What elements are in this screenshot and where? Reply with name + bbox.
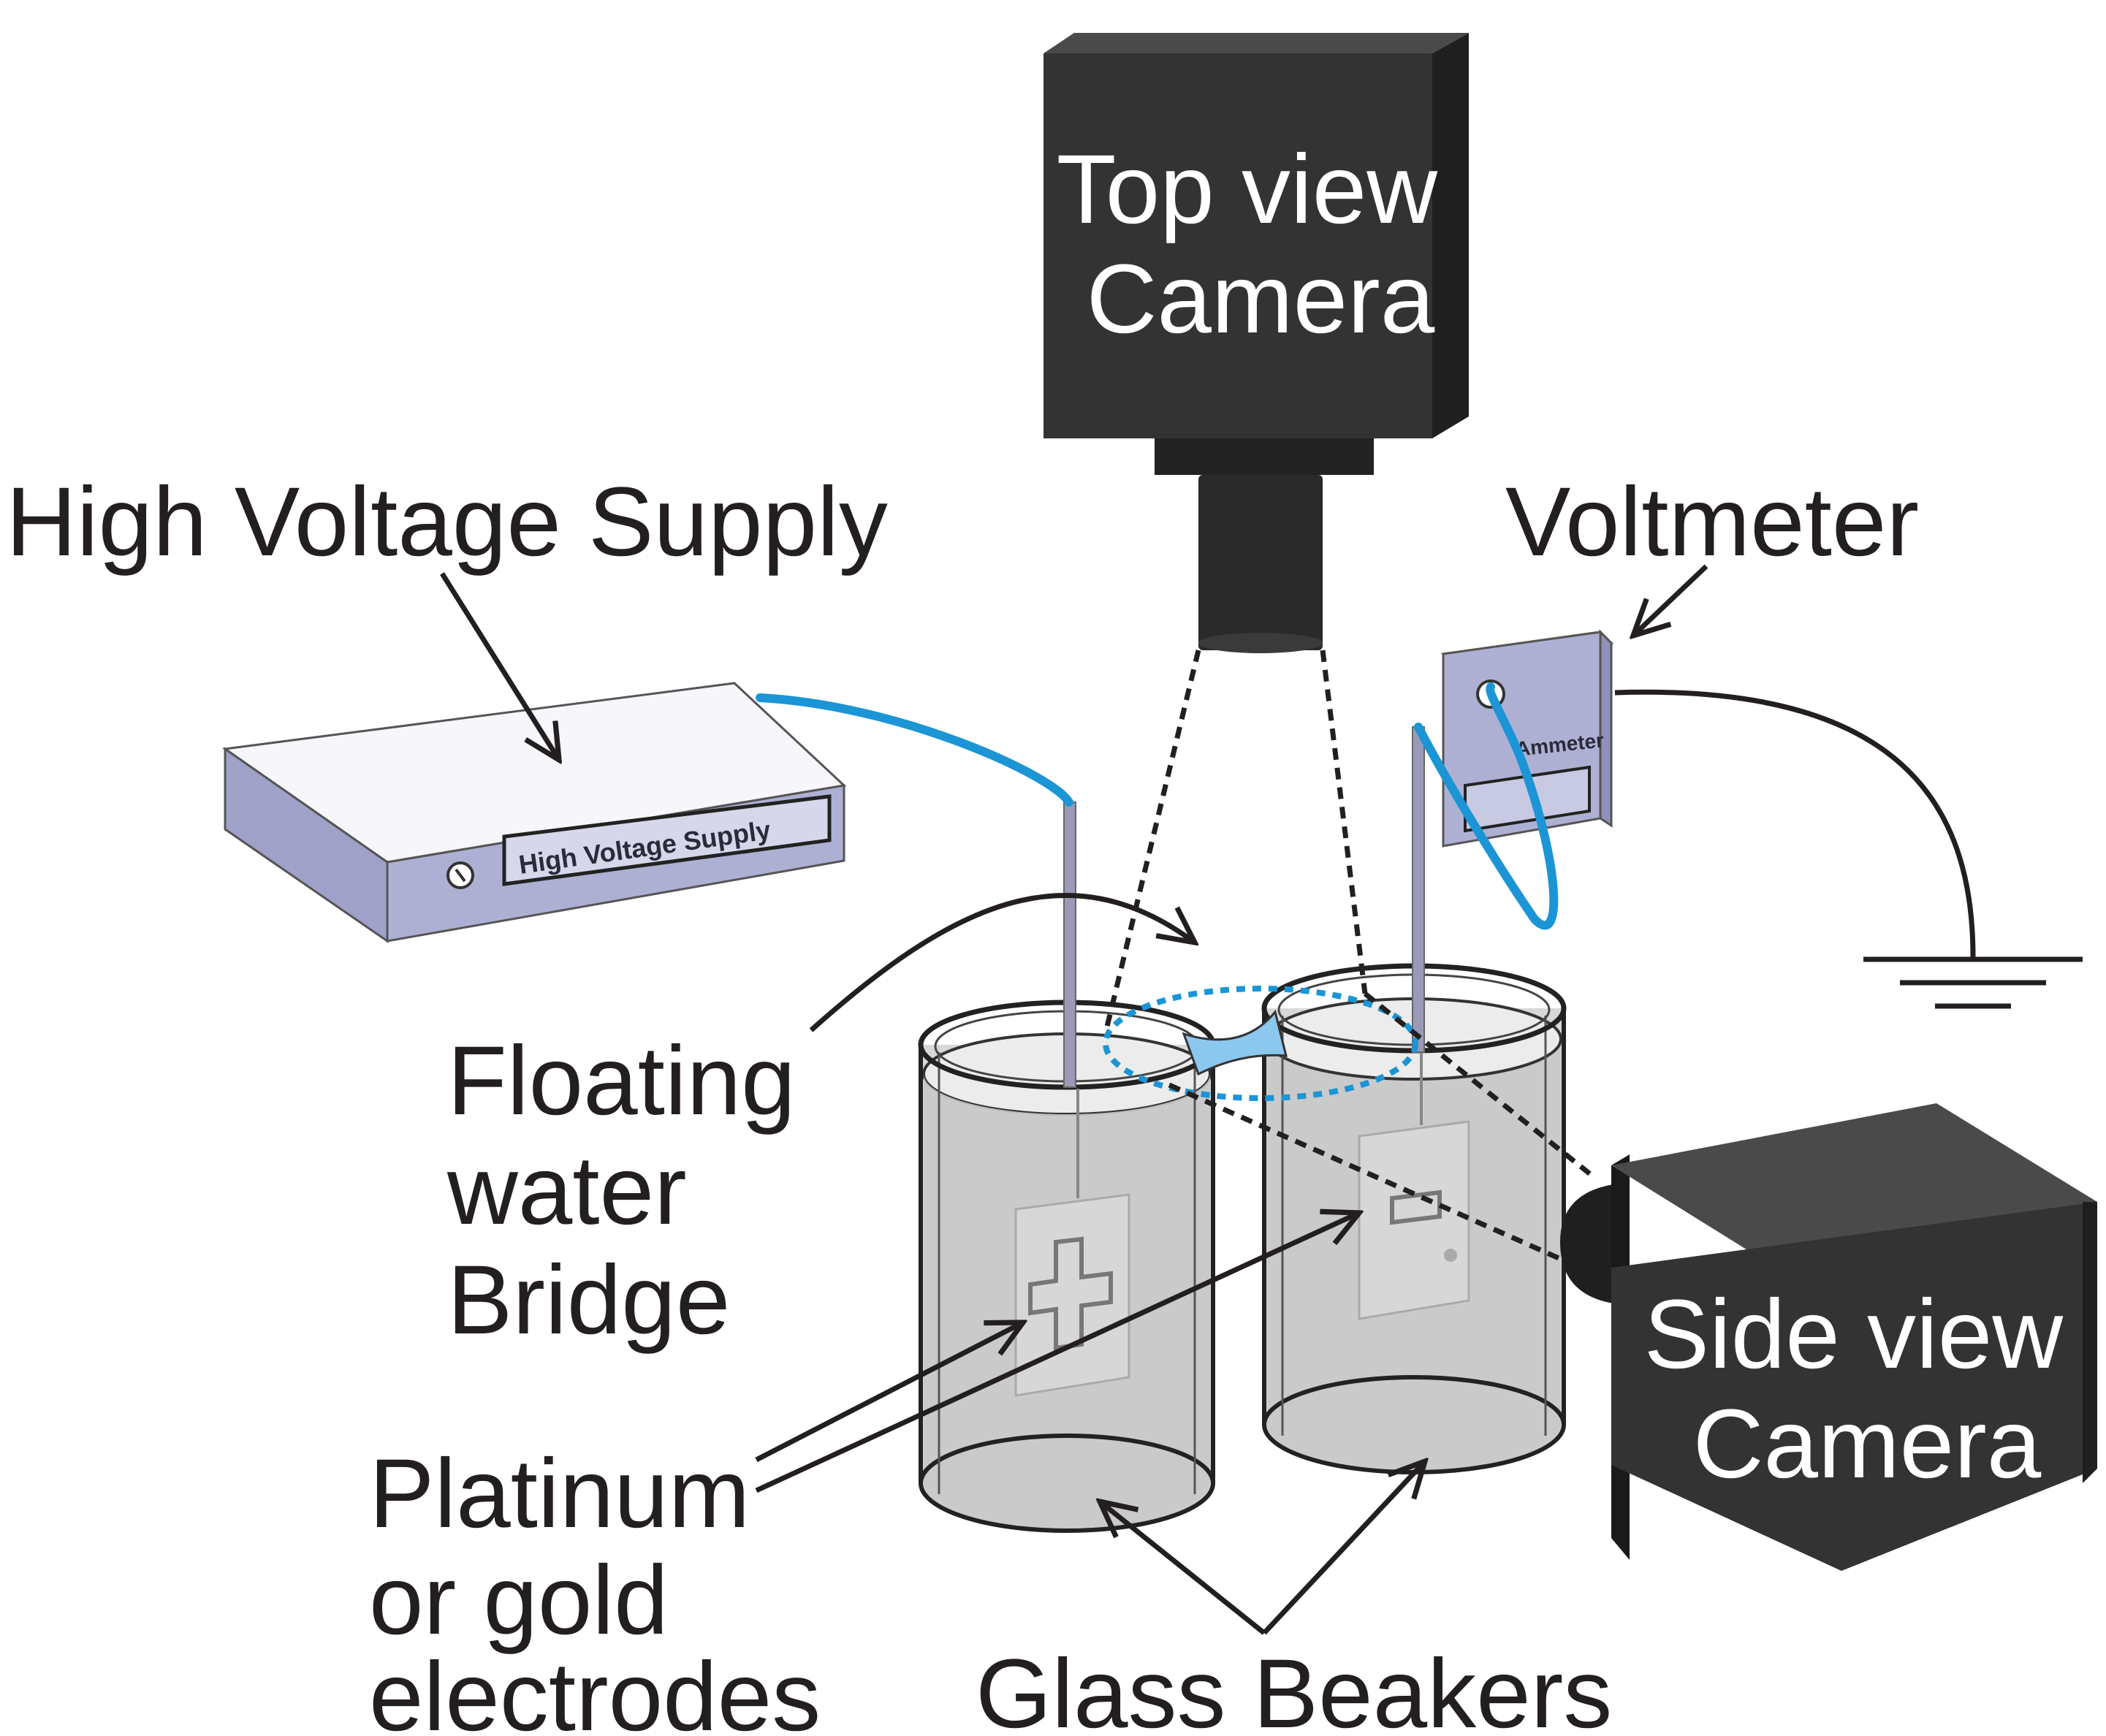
top-camera-view-line-right	[1320, 650, 1368, 994]
top-camera-side-face	[1432, 33, 1469, 438]
knob-icon	[446, 861, 474, 889]
top-camera-label-line2: Camera	[1087, 245, 1435, 354]
hv-left-face	[224, 747, 389, 943]
glass-beakers-label: Glass Beakers	[976, 1640, 1612, 1736]
side-camera-front-face	[1611, 1202, 2097, 1571]
side-view-camera: Side view Camera	[1560, 1103, 2097, 1571]
electrodes-label-line1: Platinum	[369, 1439, 750, 1548]
right-electrode-dot	[1444, 1249, 1457, 1262]
top-view-camera: Top view Camera	[1044, 33, 1469, 653]
top-camera-view-line-left	[1104, 650, 1201, 1027]
right-glass-beaker	[1261, 726, 1567, 1474]
side-camera-view-line-bottom	[1168, 1082, 1565, 1263]
top-camera-mount	[1155, 438, 1374, 475]
voltmeter-arrow	[1633, 564, 1708, 636]
left-glass-beaker	[918, 802, 1216, 1533]
electrodes-label-line3: electrodes	[369, 1642, 821, 1736]
hv-cable	[756, 693, 1073, 807]
voltmeter-label: Voltmeter	[1505, 468, 1919, 576]
top-camera-top-face	[1044, 33, 1469, 53]
left-electrode-rod	[1063, 802, 1076, 1088]
floating-water-bridge	[1182, 1009, 1288, 1076]
bridge-label-line3: Bridge	[447, 1246, 730, 1355]
hv-supply-arrow	[440, 572, 559, 760]
voltmeter-device: Ammeter	[1440, 629, 1614, 848]
bridge-label-line1: Floating	[447, 1027, 796, 1135]
left-electrode-cross-icon	[1028, 1236, 1113, 1351]
top-camera-label-line1: Top view	[1057, 135, 1439, 244]
bridge-highlight-ellipse	[1103, 986, 1418, 1101]
bridge-label-line2: water	[446, 1136, 687, 1245]
top-camera-front-face	[1044, 53, 1432, 438]
side-camera-view-line-top	[1363, 991, 1595, 1179]
hv-supply-label: High Voltage Supply	[6, 468, 888, 576]
electrodes-label: Platinum or gold electrodes	[369, 1439, 821, 1736]
electrode-arrow-left	[755, 1322, 1023, 1463]
bridge-arrow	[809, 893, 1195, 1032]
high-voltage-supply-device: High Voltage Supply	[221, 682, 847, 943]
side-camera-label: Side view Camera	[1644, 1280, 2091, 1499]
beaker-arrow-left	[1100, 1501, 1266, 1635]
electrodes-label-line2: or gold	[369, 1546, 669, 1655]
ground-symbol-icon	[1863, 956, 2083, 1009]
top-camera-lens	[1198, 475, 1323, 650]
side-camera-label-line2: Camera	[1693, 1390, 2042, 1499]
right-electrode-square-icon	[1390, 1189, 1442, 1225]
bridge-label: Floating water Bridge	[446, 1027, 823, 1355]
right-electrode-rod	[1412, 726, 1425, 1053]
hv-display-panel	[502, 794, 832, 886]
top-camera-lens-rim	[1198, 633, 1323, 653]
ground-wire	[1614, 689, 1976, 958]
side-camera-lens	[1560, 1184, 1619, 1304]
electrode-arrow-right	[755, 1213, 1359, 1493]
top-camera-label: Top view Camera	[1057, 135, 1465, 354]
voltmeter-cable	[1414, 682, 1559, 930]
side-camera-right-face	[2083, 1202, 2097, 1483]
side-camera-label-line1: Side view	[1644, 1280, 2064, 1389]
beaker-arrow-right	[1262, 1461, 1425, 1635]
